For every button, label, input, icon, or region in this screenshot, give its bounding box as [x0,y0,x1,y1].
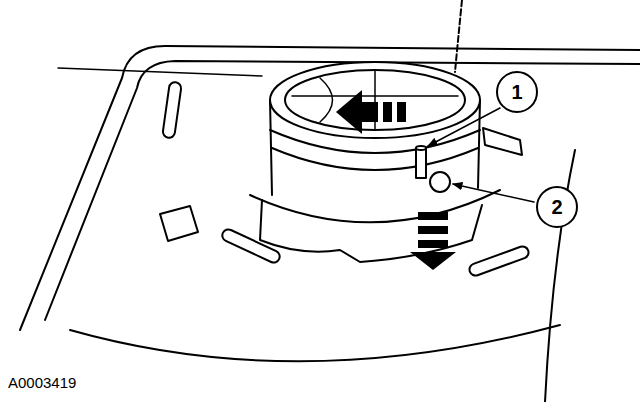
alignment-hole [430,172,450,192]
plate-tab [160,206,198,241]
plate-slot [162,81,182,138]
alignment-pin [416,148,426,178]
lift-arrow-head [410,252,456,270]
pump-band [272,148,478,170]
rotate-arrow-bar [397,102,406,122]
alignment-pin-top [416,146,426,150]
lift-arrow-bar [418,212,448,220]
rotate-arrow-head [336,90,362,134]
callout-circle: 2 [536,186,578,228]
lock-ring-grille [292,71,458,129]
wire-harness [455,0,462,72]
lift-arrow-bar [418,226,448,234]
background-edge [58,68,262,76]
leader-line [428,108,500,146]
callout-number: 2 [551,197,562,217]
plate-outer-edge [20,46,640,330]
callout-circle: 1 [496,71,538,113]
ring-tab [483,128,522,155]
plate-bottom-edge [70,325,560,361]
figure-number: A0003419 [8,374,76,391]
callout-number: 1 [511,82,522,102]
plate-slot [468,245,530,277]
rotate-arrow-bar [362,102,378,122]
leader-line [453,184,534,202]
rotate-arrow-bar [383,102,392,122]
lift-arrow-bar [418,240,448,248]
pump-flange [250,190,500,222]
lock-ring-inner [285,70,465,130]
plate-inner-edge [45,61,640,320]
lock-ring [270,62,480,138]
